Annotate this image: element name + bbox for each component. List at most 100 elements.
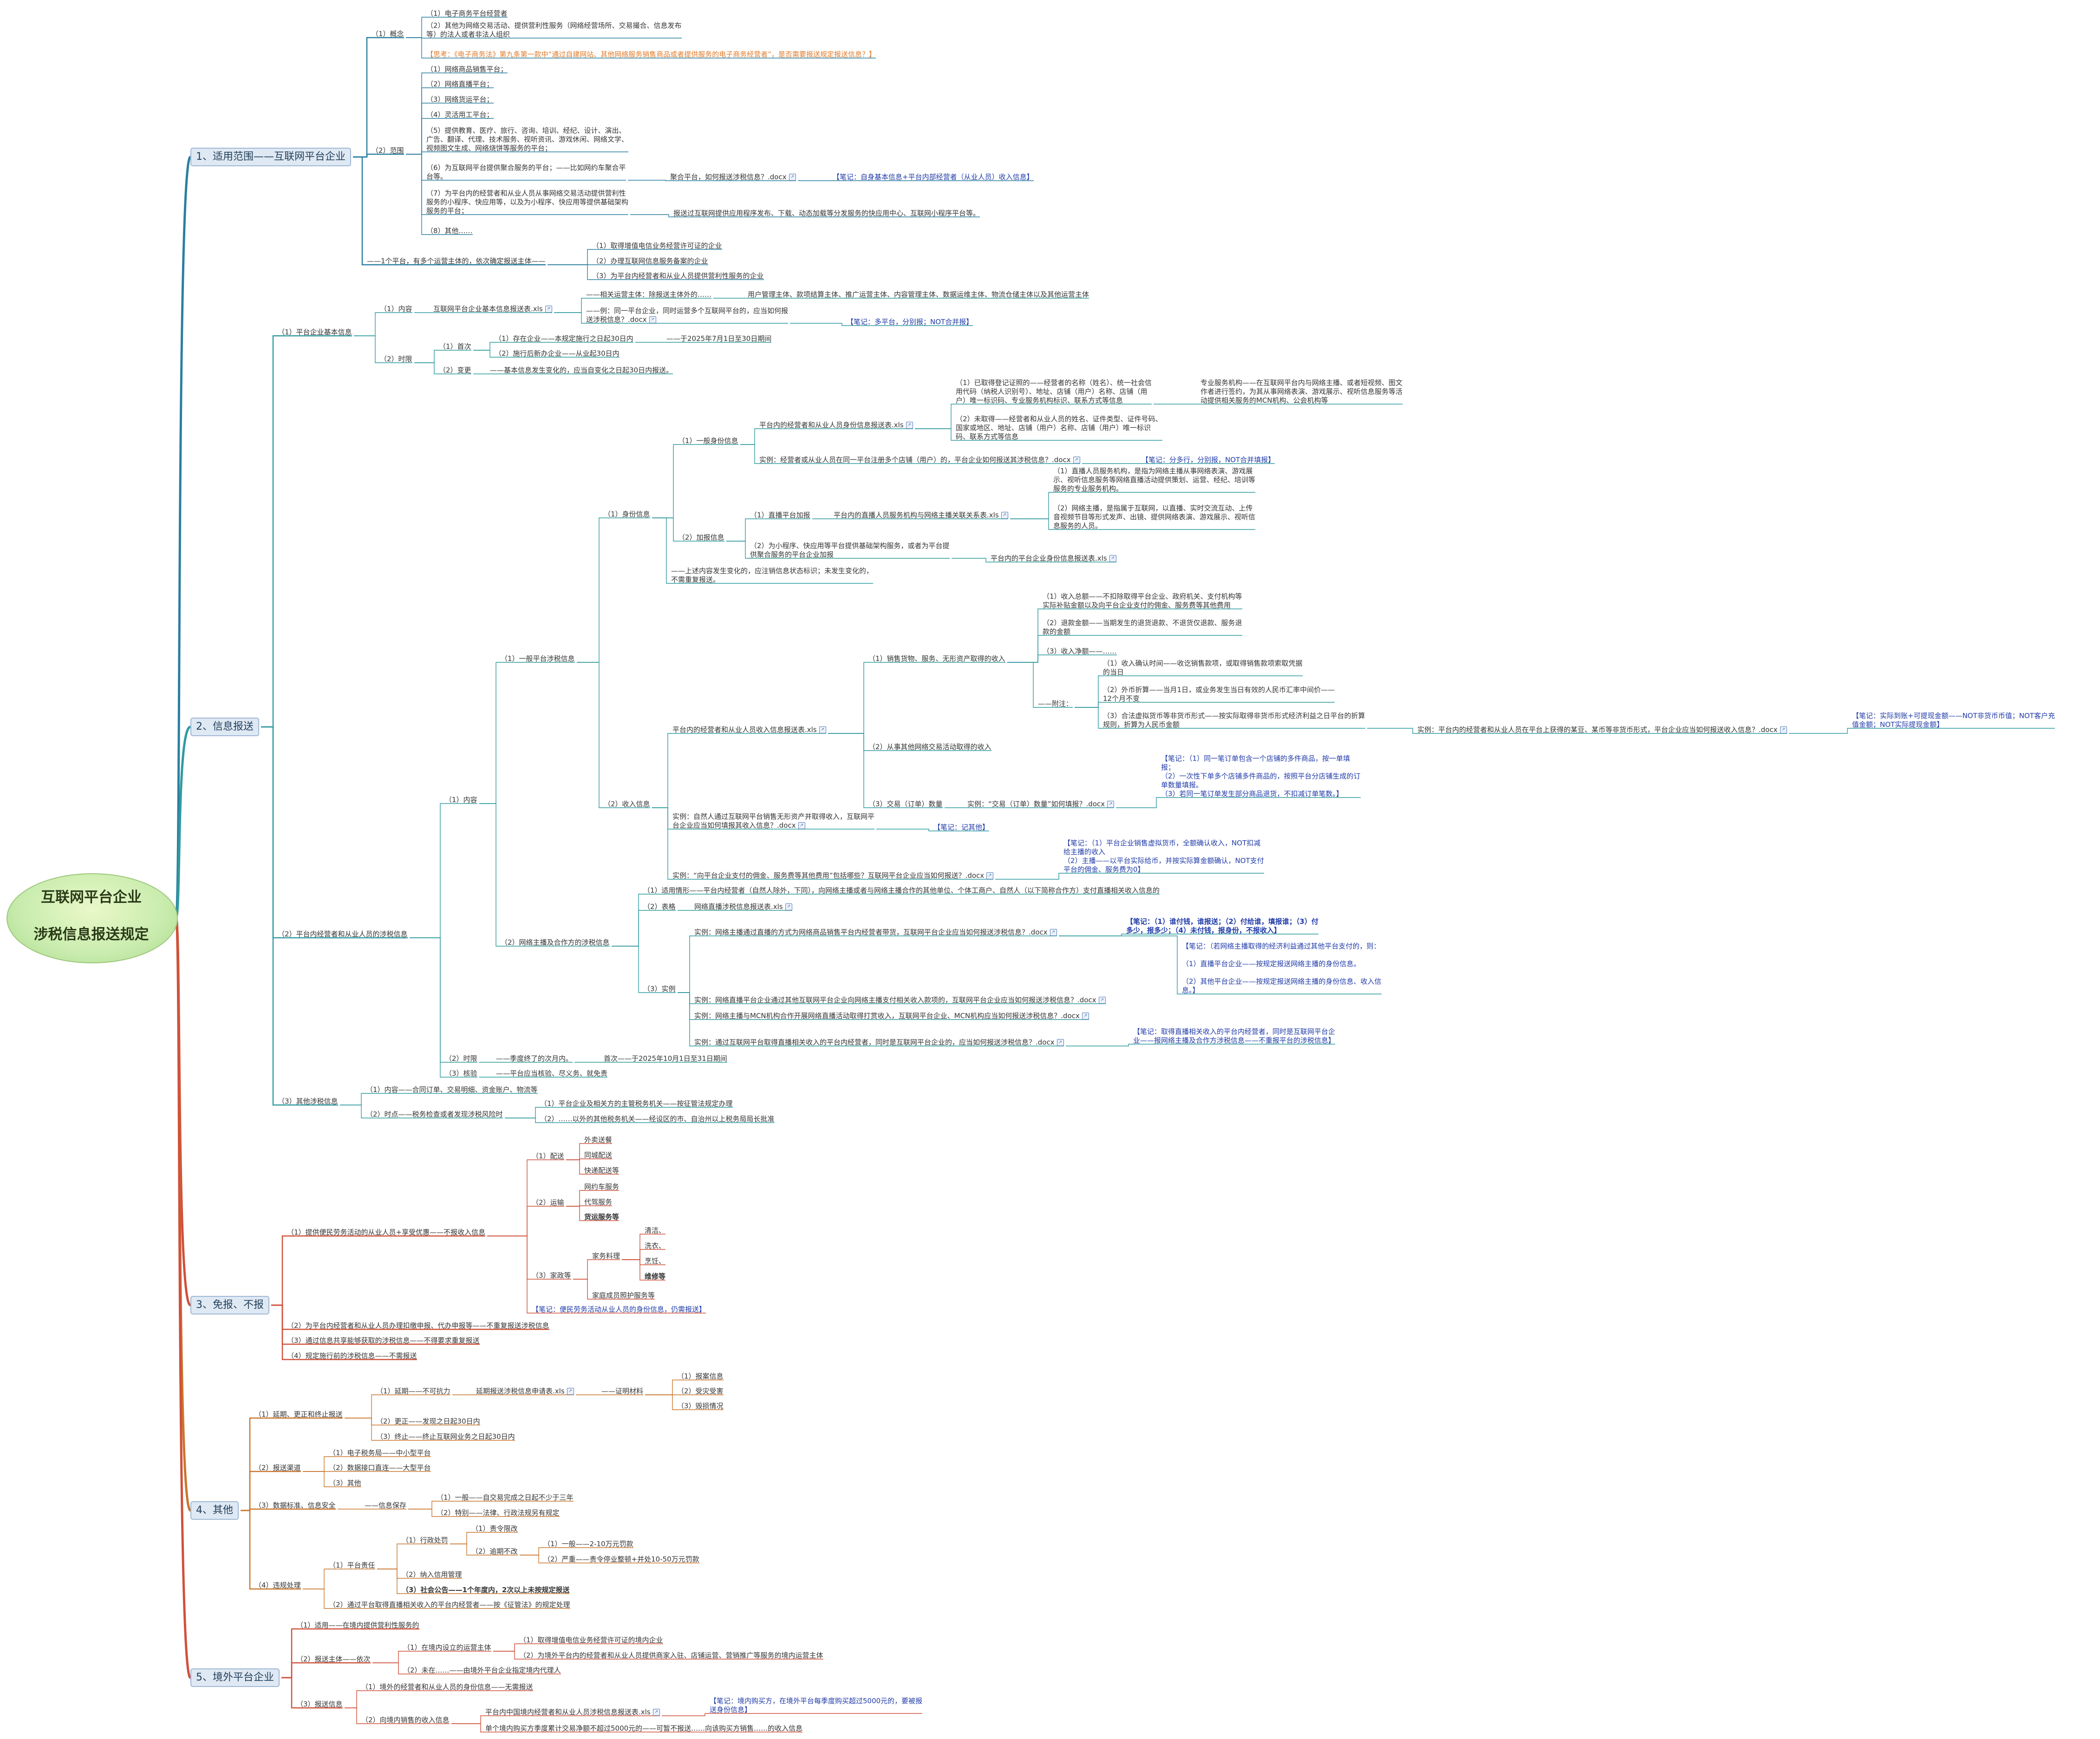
topic-b1-2-5[interactable]: （5）提供教育、医疗、旅行、咨询、培训、经纪、设计、演出、 广告、翻译、代理、技… (426, 126, 628, 153)
topic-b2-2-1-1-1a[interactable]: （1）一般身份信息 (678, 437, 738, 445)
attachment-icon[interactable]: ↗ (1073, 457, 1080, 464)
topic-b2-1-1a[interactable]: 互联网平台企业基本信息报送表.xls↗ (433, 305, 552, 314)
topic-b4-4-1[interactable]: （1）平台责任 (329, 1561, 375, 1570)
topic-b5-2-2[interactable]: （2）未在……——由境外平台企业指定境内代理人 (403, 1666, 561, 1675)
topic-b2-3[interactable]: （3）其他涉税信息 (278, 1097, 338, 1106)
topic-b2-1-2[interactable]: （2）时限 (380, 355, 412, 364)
topic-b2-2[interactable]: （2）平台内经营者和从业人员的涉税信息 (278, 930, 408, 939)
topic-b4-3[interactable]: （3）数据标准、信息安全 (254, 1501, 336, 1510)
attachment-icon[interactable]: ↗ (789, 174, 796, 181)
topic-b2-2-1-2c1x[interactable]: 【笔记：（1）谁付钱，谁报送；（2）付给谁，填报谁；（3）付 多少，报多少；（4… (1126, 917, 1318, 935)
topic-b1-3-3[interactable]: （3）为平台内经营者和从业人员提供营利性服务的企业 (592, 272, 764, 281)
topic-b3-1[interactable]: （1）提供便民劳务活动的从业人员+享受优惠——不报收入信息 (287, 1228, 485, 1237)
topic-b2-2-1-1-2a3b[interactable]: 【笔记：（1）同一笔订单包含一个店铺的多件商品，按一单填 报； （2）一次性下单… (1161, 754, 1361, 798)
topic-b4-4-1a[interactable]: （1）行政处罚 (402, 1536, 448, 1545)
topic-b2-2-2b[interactable]: 首次——于2025年10月1日至31日期间 (604, 1054, 727, 1063)
topic-b2-2-1-1-2bx[interactable]: 【笔记：记其他】 (933, 823, 989, 832)
topic-b2-2-1-1-1a1b[interactable]: （2）未取得——经营者和从业人员的姓名、证件类型、证件号码、 国家或地区、地址、… (956, 415, 1162, 441)
topic-b2-1-1a2[interactable]: ——例：同一平台企业，同时运营多个互联网平台的，应当如何报 送涉税信息？.doc… (586, 307, 788, 324)
topic-b2-2-1-1-2cx[interactable]: 【笔记：（1）平台企业销售虚拟货币，全额确认收入，NOT扣减 给主播的收入 （2… (1063, 839, 1264, 874)
topic-b2-2-1-2c4x[interactable]: 【笔记：取得直播相关收入的平台内经营者，同时是互联网平台企 业——报网络主播及合… (1133, 1027, 1335, 1045)
topic-b3-1-1b[interactable]: 同城配送 (584, 1151, 612, 1160)
topic-b5-3-2ax[interactable]: 【笔记：境内购买方，在境外平台每季度购买超过5000元的，要被报 送身份信息】 (710, 1697, 922, 1714)
attachment-icon[interactable]: ↗ (986, 872, 994, 879)
topic-b2-2-1-2bx[interactable]: 网络直播涉税信息报送表.xls↗ (694, 902, 792, 911)
topic-b3-1-1[interactable]: （1）配送 (532, 1152, 564, 1161)
topic-b4-4-1c[interactable]: （3）社会公告——1个年度内，2次以上未按规定报送 (402, 1586, 569, 1595)
topic-b2-1-1a2x[interactable]: 【笔记：多平台，分别报；NOT合并报】 (847, 318, 973, 327)
topic-b2-2-1-2c1[interactable]: 实例：网络主播通过直播的方式为网络商品销售平台内经营者带货，互联网平台企业应当如… (694, 928, 1057, 937)
topic-b1-2-6b[interactable]: 【笔记：自身基本信息+平台内部经营者（从业人员）收入信息】 (833, 173, 1034, 182)
topic-b2-2-1-2c2[interactable]: 实例：网络直播平台企业通过其他互联网平台企业向网络主播支付相关收入款项的，互联网… (694, 996, 1106, 1005)
topic-b2-1[interactable]: （1）平台企业基本信息 (278, 328, 352, 337)
topic-b2-2-3[interactable]: （3）核验 (445, 1069, 477, 1078)
topic-b2-2-1-1-2a1d[interactable]: ——附注： (1038, 700, 1073, 708)
attachment-icon[interactable]: ↗ (649, 316, 656, 323)
topic-b1-2-3[interactable]: （3）网络货运平台； (426, 95, 494, 104)
topic-b1-2-4[interactable]: （4）灵活用工平台； (426, 111, 494, 119)
topic-b2-1-1[interactable]: （1）内容 (380, 305, 412, 314)
branch-topic-b5[interactable]: 5、境外平台企业 (190, 1668, 280, 1687)
topic-b5-2[interactable]: （2）报送主体——依次 (296, 1655, 371, 1664)
topic-b3-1-4[interactable]: 【笔记：便民劳务活动从业人员的身份信息，仍需报送】 (532, 1305, 706, 1314)
topic-b2-2-1-1-2a3[interactable]: （3）交易（订单）数量 (868, 800, 943, 809)
topic-b1-1[interactable]: （1）概念 (372, 30, 404, 39)
topic-b2-2-1-1-2a1b[interactable]: （2）退款金额——当期发生的退货退款、不退货仅退款、服务退 款的金额 (1043, 619, 1242, 636)
topic-b2-3-2a[interactable]: （1）平台企业及相关方的主管税务机关——按征管法规定办理 (540, 1099, 733, 1108)
topic-b2-1-2-2a[interactable]: ——基本信息发生变化的，应当自变化之日起30日内报送。 (490, 366, 673, 375)
attachment-icon[interactable]: ↗ (906, 422, 913, 429)
topic-b3-1-2a[interactable]: 网约车服务 (584, 1183, 619, 1191)
topic-b2-2-1-1-1c[interactable]: ——上述内容发生变化的，应注销信息状态标识；未发生变化的， 不需重复报送。 (671, 567, 873, 584)
topic-b5-3-2[interactable]: （2）向境内销售的收入信息 (361, 1716, 450, 1725)
topic-b1-2-7a[interactable]: 报送过互联网提供应用程序发布、下载、动态加载等分发服务的快应用中心、互联网小程序… (673, 209, 980, 218)
topic-b2-2-2[interactable]: （2）时限 (445, 1054, 477, 1063)
topic-b2-2-1-1-2a[interactable]: 平台内的经营者和从业人员收入信息报送表.xls↗ (672, 726, 826, 734)
topic-b2-2-1-1-2b[interactable]: 实例：自然人通过互联网平台销售无形资产并取得收入，互联网平 台企业应当如何填报其… (672, 812, 874, 830)
attachment-icon[interactable]: ↗ (1098, 997, 1106, 1004)
topic-b4-1-1a[interactable]: 延期报送涉税信息申请表.xls↗ (476, 1387, 574, 1396)
topic-b5-1[interactable]: （1）适用——在境内提供营利性服务的 (296, 1621, 419, 1630)
topic-b4-1-1b3[interactable]: （3）毁损情况 (677, 1402, 724, 1411)
topic-b1-3[interactable]: ——1个平台，有多个运营主体的，依次确定报送主体—— (367, 257, 546, 266)
topic-b2-2-1-1-2a1d2[interactable]: （2）外币折算——当月1日，或业务发生当日有效的人民币汇率中间价—— 12个月不… (1103, 686, 1335, 703)
topic-b4-1-3[interactable]: （3）终止——终止互联网业务之日起30日内 (376, 1432, 515, 1441)
attachment-icon[interactable]: ↗ (819, 726, 826, 733)
topic-b2-2-3a[interactable]: ——平台应当核验、尽义务、就免责 (496, 1069, 607, 1078)
topic-b5-3-2a[interactable]: 平台内中国境内经营者和从业人员涉税信息报送表.xls↗ (485, 1708, 660, 1717)
topic-b4-3a2[interactable]: （2）特别——法律、行政法规另有规定 (437, 1509, 560, 1517)
topic-b3-1-3[interactable]: （3）家政等 (532, 1271, 571, 1280)
topic-b4-2-1[interactable]: （1）电子税务局——中小型平台 (329, 1449, 431, 1458)
topic-b4-3a1[interactable]: （1）一般——自交易完成之日起不少于三年 (437, 1493, 574, 1502)
topic-b1-1-2[interactable]: （2）其他为网络交易活动、提供营利性服务（网络经营场所、交易撮合、信息发布 等）… (426, 21, 682, 39)
central-topic[interactable] (7, 873, 178, 963)
topic-b2-2-1-1-1[interactable]: （1）身份信息 (604, 510, 650, 519)
topic-b3-4[interactable]: （4）规定施行前的涉税信息——不需报送 (287, 1352, 417, 1360)
branch-topic-b2[interactable]: 2、信息报送 (190, 718, 259, 736)
topic-b3-1-1c[interactable]: 快递配送等 (584, 1166, 619, 1175)
topic-b3-1-3a1[interactable]: 清洁、 (645, 1226, 665, 1235)
attachment-icon[interactable]: ↗ (1082, 1013, 1089, 1020)
topic-b2-3-2b[interactable]: （2）……以外的其他税务机关——经设区的市、自治州以上税务局局长批准 (540, 1115, 775, 1124)
topic-b4-4-1a2[interactable]: （2）逾期不改 (471, 1547, 518, 1556)
topic-b2-2-1-1-1a2[interactable]: 实例：经营者或从业人员在同一平台注册多个店铺（用户）的，平台企业如何报送其涉税信… (759, 456, 1080, 464)
topic-b2-1-1a1[interactable]: ——相关运营主体：除报送主体外的…… (586, 290, 711, 299)
attachment-icon[interactable]: ↗ (567, 1388, 574, 1395)
topic-b2-2-1-1-2c[interactable]: 实例：“向平台企业支付的佣金、服务费等其他费用”包括哪些？互联网平台企业应当如何… (672, 871, 994, 880)
attachment-icon[interactable]: ↗ (1107, 801, 1115, 808)
topic-b4-4-2[interactable]: （2）通过平台取得直播相关收入的平台内经营者——按《征管法》的规定处理 (329, 1601, 570, 1609)
topic-b2-2-1-1-1a2x[interactable]: 【笔记：分多行，分别报，NOT合并填报】 (1141, 456, 1275, 464)
topic-b2-1-1a1x[interactable]: 用户管理主体、款项结算主体、推广运营主体、内容管理主体、数据运维主体、物流仓储主… (748, 290, 1089, 299)
topic-b4-1-1b2[interactable]: （2）受灾受害 (677, 1387, 724, 1396)
attachment-icon[interactable]: ↗ (1109, 555, 1116, 562)
topic-b2-2-1-1-1b1a2[interactable]: （2）网络主播，是指属于互联网，以直播、实时交流互动、上传 音视频节目等形式发声… (1053, 504, 1255, 530)
topic-b2-2-1-1-1a1ax[interactable]: 专业服务机构——在互联网平台内与网络主播、或者短视频、图文 作者进行签约，为其从… (1200, 379, 1402, 405)
topic-b4-4-1a2a[interactable]: （1）一般——2-10万元罚款 (543, 1540, 633, 1549)
topic-b2-2-1-1-1a1[interactable]: 平台内的经营者和从业人员身份信息报送表.xls↗ (759, 421, 913, 430)
topic-b3-3[interactable]: （3）通过信息共享能够获取的涉税信息——不得要求重复报送 (287, 1336, 480, 1345)
topic-b4-2-2[interactable]: （2）数据接口直连——大型平台 (329, 1464, 431, 1472)
topic-b1-2[interactable]: （2）范围 (372, 146, 404, 155)
attachment-icon[interactable]: ↗ (798, 822, 805, 829)
topic-b2-2-1-1-1b1a[interactable]: 平台内的直播人员服务机构与网络主播关联关系表.xls↗ (834, 511, 1008, 520)
topic-b1-2-7[interactable]: （7）为平台内的经营者和从业人员从事网络交易活动提供营利性 服务的小程序、快应用… (426, 189, 628, 216)
topic-b2-2-1-2a[interactable]: （1）适用情形——平台内经营者（自然人除外，下同），向网络主播或者与网络主播合作… (643, 886, 1160, 895)
